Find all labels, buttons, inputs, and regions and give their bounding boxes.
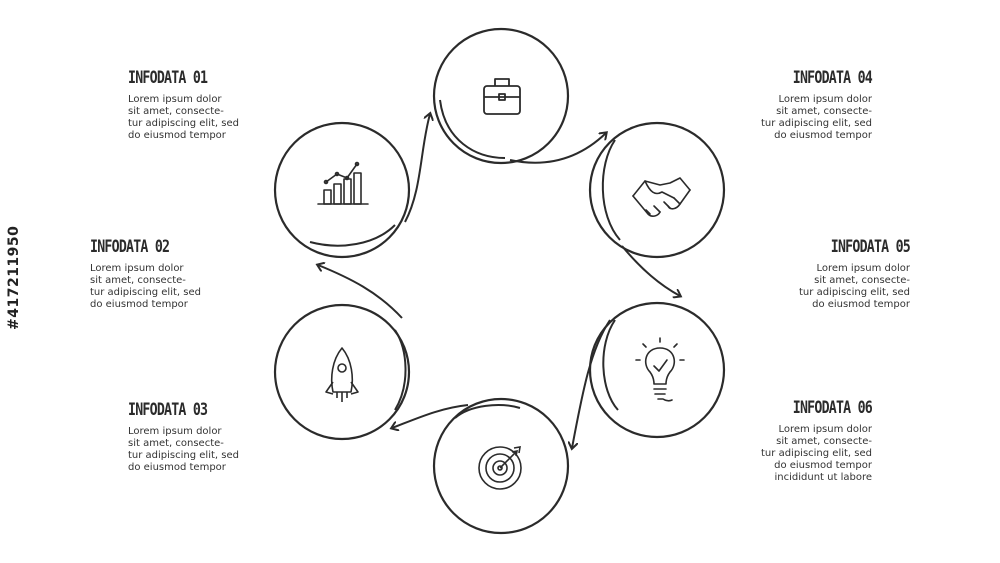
info-title: INFODATA 03 <box>128 400 208 420</box>
bar-chart-icon <box>317 161 369 205</box>
inner-arc-handshake <box>601 139 621 241</box>
handshake-icon <box>632 177 691 217</box>
info-title: INFODATA 04 <box>792 68 873 88</box>
stock-id-watermark: #417211950 <box>6 225 22 330</box>
arrow-chart-to-briefcase <box>404 114 430 223</box>
info-title: INFODATA 06 <box>792 398 873 418</box>
info-block-01: INFODATA 01 Lorem ipsum dolor sit amet, … <box>128 68 278 142</box>
briefcase-icon <box>483 78 521 115</box>
arrow-handshake-to-lightbulb <box>621 245 680 296</box>
info-text: Lorem ipsum dolor sit amet, consecte- tu… <box>128 426 239 473</box>
info-text: Lorem ipsum dolor sit amet, consecte- tu… <box>799 263 910 310</box>
info-title: INFODATA 02 <box>90 237 170 257</box>
info-block-04: INFODATA 04 Lorem ipsum dolor sit amet, … <box>722 68 873 142</box>
arrow-rocket-to-chart <box>318 265 403 319</box>
info-text: Lorem ipsum dolor sit amet, consecte- tu… <box>761 94 872 141</box>
circle-node-chart <box>273 121 411 259</box>
inner-arc-chart <box>309 224 396 247</box>
arrow-lightbulb-to-target <box>572 319 611 448</box>
circle-node-lightbulb <box>588 301 726 439</box>
target-icon <box>478 446 522 490</box>
info-block-05: INFODATA 05 Lorem ipsum dolor sit amet, … <box>760 237 911 311</box>
circle-node-target <box>432 397 570 535</box>
arrow-target-to-rocket <box>392 404 469 428</box>
info-block-03: INFODATA 03 Lorem ipsum dolor sit amet, … <box>128 400 278 474</box>
info-text: Lorem ipsum dolor sit amet, consecte- tu… <box>90 263 201 310</box>
circle-node-briefcase <box>432 27 570 165</box>
info-block-06: INFODATA 06 Lorem ipsum dolor sit amet, … <box>722 398 873 484</box>
circle-node-rocket <box>273 303 411 441</box>
info-title: INFODATA 05 <box>830 237 911 257</box>
inner-arc-briefcase <box>439 99 506 159</box>
info-text: Lorem ipsum dolor sit amet, consecte- tu… <box>128 94 239 141</box>
circle-node-handshake <box>588 121 726 259</box>
inner-arc-lightbulb <box>602 319 619 411</box>
arrow-briefcase-to-handshake <box>509 133 606 164</box>
rocket-icon <box>325 347 359 402</box>
inner-arc-rocket <box>394 329 407 411</box>
inner-arc-target <box>454 404 521 419</box>
info-block-02: INFODATA 02 Lorem ipsum dolor sit amet, … <box>90 237 240 311</box>
lightbulb-icon <box>635 337 685 402</box>
info-text: Lorem ipsum dolor sit amet, consecte- tu… <box>761 424 872 483</box>
info-title: INFODATA 01 <box>128 68 208 88</box>
